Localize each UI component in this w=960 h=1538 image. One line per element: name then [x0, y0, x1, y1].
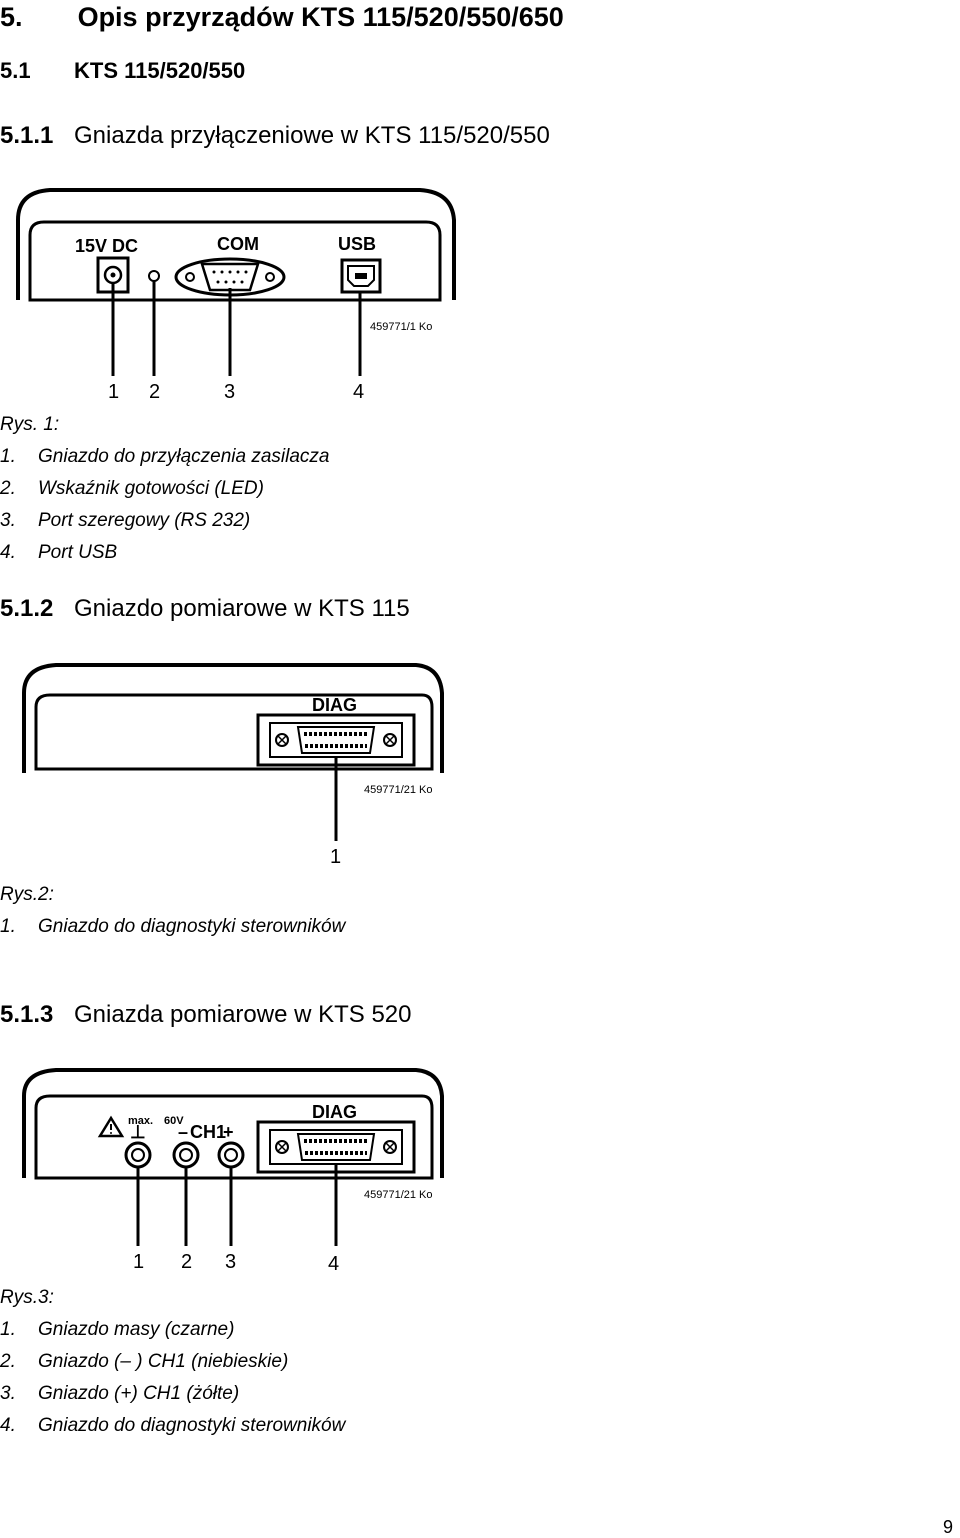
- callout-4: 4: [328, 1253, 339, 1275]
- ground-socket-icon: [124, 1141, 152, 1169]
- page-number: 9: [943, 1517, 954, 1537]
- led-icon: [148, 270, 160, 282]
- figure-code: 459771/21 Ko: [364, 1189, 433, 1201]
- list-item: 4.Gniazdo do diagnostyki sterowników: [0, 1415, 346, 1436]
- ground-symbol: ⊥: [130, 1122, 146, 1142]
- list-item: 3.Port szeregowy (RS 232): [0, 510, 251, 531]
- label-ch1: CH1: [190, 1122, 226, 1142]
- subsection-number: 5.1.2: [0, 595, 54, 622]
- callout-3: 3: [224, 381, 235, 403]
- diag-port-icon: [269, 1129, 403, 1165]
- warning-icon: [97, 1115, 125, 1138]
- callout-2: 2: [181, 1251, 192, 1273]
- section-number: 5.1: [0, 58, 31, 83]
- label-usb: USB: [338, 234, 376, 254]
- callout-4: 4: [353, 381, 364, 403]
- subsection-title: Gniazda pomiarowe w KTS 520: [74, 1001, 412, 1028]
- list-item: 1.Gniazdo do przyłączenia zasilacza: [0, 446, 330, 467]
- figure-2-diag-panel: DIAG 459771/21 Ko 1: [22, 663, 444, 868]
- figure-3-ch1-diag-panel: max. 60V CH1 DIAG ⊥ – + 459771/21 Ko 1 2…: [22, 1068, 444, 1275]
- callout-2: 2: [149, 381, 160, 403]
- subsection-number: 5.1.1: [0, 122, 54, 149]
- callout-3: 3: [225, 1251, 236, 1273]
- list-item: 2.Wskaźnik gotowości (LED): [0, 478, 264, 499]
- figure-1-connector-panel: 15V DC COM USB 459771/1 Ko 1 2 3 4: [16, 188, 456, 403]
- list-item: 1.Gniazdo do diagnostyki sterowników: [0, 916, 346, 937]
- callout-1: 1: [133, 1251, 144, 1273]
- label-com: COM: [217, 234, 259, 254]
- usb-port-icon: [340, 258, 382, 294]
- label-60v: 60V: [164, 1115, 184, 1127]
- minus-symbol: –: [178, 1122, 188, 1142]
- list-item: 4.Port USB: [0, 542, 118, 563]
- chapter-number: 5.: [0, 2, 23, 32]
- callout-1: 1: [330, 846, 341, 868]
- section-title: KTS 115/520/550: [74, 58, 246, 83]
- label-max: max.: [128, 1115, 153, 1127]
- plus-socket-icon: [217, 1141, 245, 1169]
- list-item: 3.Gniazdo (+) CH1 (żółte): [0, 1383, 240, 1404]
- plus-symbol: +: [223, 1122, 234, 1142]
- figure-code: 459771/1 Ko: [370, 321, 432, 333]
- subsection-title: Gniazda przyłączeniowe w KTS 115/520/550: [74, 122, 550, 149]
- chapter-title: Opis przyrządów KTS 115/520/550/650: [77, 2, 564, 32]
- subsection-heading-5-1-2: 5.1.2 Gniazdo pomiarowe w KTS 115: [0, 595, 410, 623]
- figure-1-caption: Rys. 1:: [0, 414, 60, 435]
- subsection-title: Gniazdo pomiarowe w KTS 115: [74, 595, 410, 622]
- minus-socket-icon: [172, 1141, 200, 1169]
- subsection-number: 5.1.3: [0, 1001, 54, 1028]
- figure-code: 459771/21 Ko: [364, 784, 433, 796]
- subsection-heading-5-1-1: 5.1.1 Gniazda przyłączeniowe w KTS 115/52…: [0, 122, 550, 150]
- subsection-heading-5-1-3: 5.1.3 Gniazda pomiarowe w KTS 520: [0, 1001, 412, 1029]
- callout-1: 1: [108, 381, 119, 403]
- list-item: 2.Gniazdo (– ) CH1 (niebieskie): [0, 1351, 289, 1372]
- section-heading-5-1: 5.1 KTS 115/520/550: [0, 58, 245, 84]
- figure-3-caption: Rys.3:: [0, 1287, 54, 1308]
- chapter-heading: 5. Opis przyrządów KTS 115/520/550/650: [0, 2, 564, 33]
- label-diag: DIAG: [312, 1102, 357, 1122]
- figure-2-caption: Rys.2:: [0, 884, 54, 905]
- label-diag: DIAG: [312, 695, 357, 715]
- list-item: 1.Gniazdo masy (czarne): [0, 1319, 235, 1340]
- diag-port-icon: [269, 722, 403, 758]
- label-15v-dc: 15V DC: [75, 236, 138, 256]
